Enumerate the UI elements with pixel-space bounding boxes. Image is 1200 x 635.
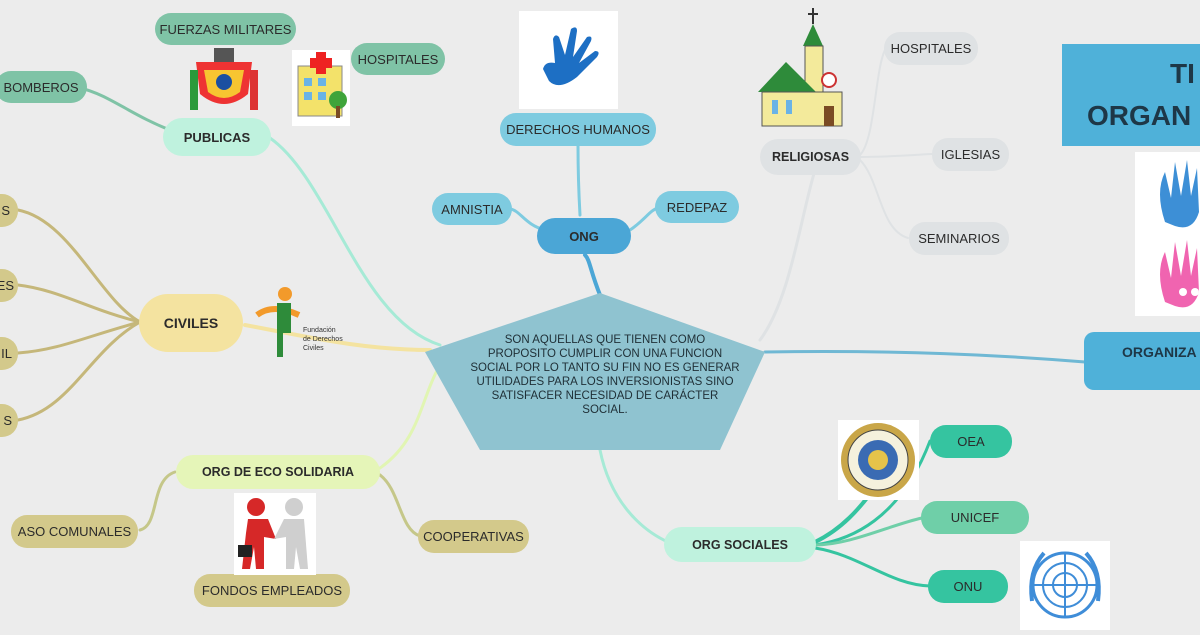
un-emblem-icon [1020,541,1110,630]
node-derechos-humanos[interactable]: DERECHOS HUMANOS [500,113,656,146]
logo-line-3: Civiles [303,345,324,352]
logo-line-2: de Derechos [303,336,343,343]
node-publicas[interactable]: PUBLICAS [163,118,271,156]
node-civiles-child-2[interactable]: DES [0,269,18,302]
logo-line-1: Fundación [303,327,336,334]
node-religiosas[interactable]: RELIGIOSAS [760,139,861,175]
node-civiles-child-4[interactable]: S [0,404,18,437]
node-onu[interactable]: ONU [928,570,1008,603]
oea-seal-icon [838,420,919,500]
node-seminarios[interactable]: SEMINARIOS [909,222,1009,255]
node-bomberos[interactable]: BOMBEROS [0,71,87,103]
node-civiles-child-3[interactable]: IL [0,337,18,370]
title-line-2: ORGAN [1087,100,1192,131]
node-oea[interactable]: OEA [930,425,1012,458]
center-pentagon [425,293,765,450]
node-iglesias[interactable]: IGLESIAS [932,138,1009,171]
scarecrow-logo-icon: Fundación de Derechos Civiles [253,285,343,360]
node-unicef[interactable]: UNICEF [921,501,1029,534]
hospital-icon [292,50,350,126]
node-ong[interactable]: ONG [537,218,631,254]
node-aso-comunales[interactable]: ASO COMUNALES [11,515,138,548]
node-hospitales-publicas[interactable]: HOSPITALES [351,43,445,75]
node-redepaz[interactable]: REDEPAZ [655,191,739,223]
node-fuerzas-militares[interactable]: FUERZAS MILITARES [155,13,296,45]
node-org-sociales[interactable]: ORG SOCIALES [664,527,816,562]
node-organiza[interactable]: ORGANIZA [1084,332,1200,390]
node-fondos-empleados[interactable]: FONDOS EMPLEADOS [194,574,350,607]
coat-of-arms-icon [190,48,258,118]
node-hospitales-religiosas[interactable]: HOSPITALES [884,32,978,65]
node-civiles[interactable]: CIVILES [139,294,243,352]
handshake-icon [234,493,316,575]
hand-logo-icon [519,11,618,109]
node-org-eco-solidaria[interactable]: ORG DE ECO SOLIDARIA [176,455,380,489]
hands-icon [1135,152,1200,316]
node-amnistia[interactable]: AMNISTIA [432,193,512,225]
center-description: SON AQUELLAS QUE TIENEN COMO PROPOSITO C… [470,334,740,416]
node-civiles-child-1[interactable]: S [0,194,18,227]
title-box: TI ORGAN [1062,44,1200,146]
church-icon [756,8,850,130]
title-line-1: TI [1170,58,1195,89]
node-cooperativas[interactable]: COOPERATIVAS [418,520,529,553]
